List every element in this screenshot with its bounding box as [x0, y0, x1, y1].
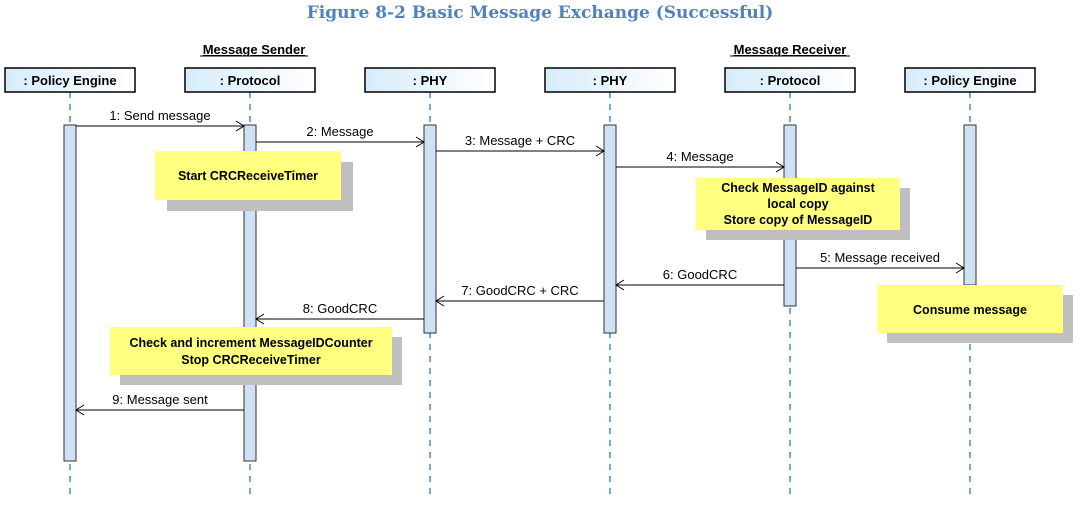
message-label: 9: Message sent — [112, 392, 208, 407]
participant-head-policy-engine-sender: : Policy Engine — [4, 67, 136, 93]
note-consume-message: Consume message — [877, 285, 1073, 343]
note-start-crc-timer: Start CRCReceiveTimer — [155, 151, 353, 211]
message-5: 5: Message received — [796, 250, 965, 274]
message-6: 6: GoodCRC — [615, 267, 784, 291]
participant-head-protocol-receiver: : Protocol — [724, 67, 856, 93]
message-7: 7: GoodCRC + CRC — [435, 283, 604, 307]
note-line: Check and increment MessageIDCounter — [129, 336, 372, 350]
note-line: Consume message — [913, 303, 1027, 317]
message-label: 7: GoodCRC + CRC — [461, 283, 578, 298]
note-line: Stop CRCReceiveTimer — [181, 353, 321, 367]
activation-bar — [603, 124, 617, 334]
message-label: 3: Message + CRC — [465, 133, 575, 148]
activation-bar — [963, 124, 977, 286]
participant-label: : Policy Engine — [923, 73, 1016, 88]
participant-head-phy-receiver: : PHY — [544, 67, 676, 93]
figure-title: Figure 8-2 Basic Message Exchange (Succe… — [307, 3, 774, 23]
participant-label: : PHY — [413, 73, 448, 88]
message-1: 1: Send message — [76, 108, 245, 132]
group-label-sender: Message Sender — [203, 42, 306, 57]
participant-label: : PHY — [593, 73, 628, 88]
message-9: 9: Message sent — [75, 392, 244, 416]
participant-label: : Protocol — [760, 73, 821, 88]
message-8: 8: GoodCRC — [255, 301, 424, 325]
participant-label: : Policy Engine — [23, 73, 116, 88]
group-label-receiver: Message Receiver — [734, 42, 847, 57]
message-label: 6: GoodCRC — [663, 267, 737, 282]
message-label: 2: Message — [306, 124, 373, 139]
message-label: 1: Send message — [109, 108, 210, 123]
participant-head-phy-sender: : PHY — [364, 67, 496, 93]
participant-head-policy-engine-receiver: : Policy Engine — [904, 67, 1036, 93]
message-label: 4: Message — [666, 149, 733, 164]
message-label: 8: GoodCRC — [303, 301, 377, 316]
note-line: local copy — [767, 197, 828, 211]
message-2: 2: Message — [256, 124, 425, 148]
message-3: 3: Message + CRC — [436, 133, 605, 157]
message-label: 5: Message received — [820, 250, 940, 265]
participant-label: : Protocol — [220, 73, 281, 88]
activation-bar — [63, 124, 77, 462]
message-4: 4: Message — [616, 149, 785, 173]
note-line: Store copy of MessageID — [724, 213, 873, 227]
participant-head-protocol-sender: : Protocol — [184, 67, 316, 93]
note-line: Start CRCReceiveTimer — [178, 169, 318, 183]
note-line: Check MessageID against — [721, 181, 875, 195]
activation-bar — [423, 124, 437, 334]
note-check-message-id: Check MessageID against local copy Store… — [696, 178, 910, 240]
note-increment-counter: Check and increment MessageIDCounter Sto… — [110, 327, 402, 385]
